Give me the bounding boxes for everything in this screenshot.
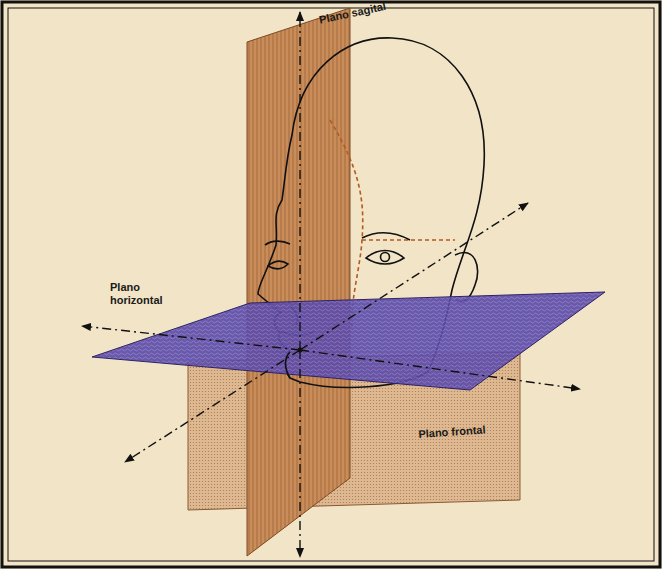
plane-label: Plano horizontal [110,281,180,306]
plane-label: Plano sagital [318,0,438,26]
